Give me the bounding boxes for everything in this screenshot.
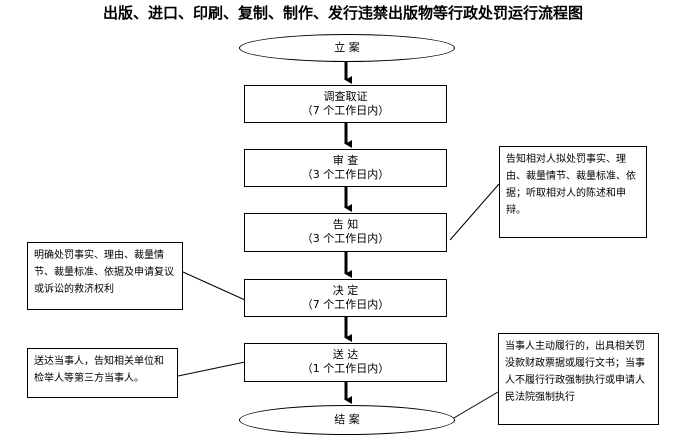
step-investigate-period: （7 个工作日内） [301, 104, 390, 117]
note-notify-text: 告知相对人拟处罚事实、理由、裁量情节、裁量标准、依据；听取相对人的陈述和申辩。 [506, 154, 636, 216]
step-review-name: 审 查 [332, 154, 359, 167]
note-end: 当事人主动履行的，出具相关罚没款财政票据或履行文书；当事人不履行行政强制执行或申… [498, 333, 659, 425]
step-review-period: （3 个工作日内） [301, 168, 390, 181]
end-node: 结 案 [239, 405, 455, 435]
page-title: 出版、进口、印刷、复制、制作、发行违禁出版物等行政处罚运行流程图 [102, 4, 583, 22]
step-investigate-name: 调查取证 [323, 90, 368, 103]
start-label: 立 案 [334, 41, 360, 54]
start-node: 立 案 [239, 34, 455, 62]
step-investigate: 调查取证 （7 个工作日内） [244, 85, 447, 123]
step-deliver: 送 达 （1 个工作日内） [244, 343, 447, 382]
callout-notify [449, 183, 500, 241]
note-deliver-text: 送达当事人，告知相关单位和检举人等第三方当事人。 [34, 356, 164, 384]
step-decide: 决 定 （7 个工作日内） [244, 279, 447, 317]
step-notify-name: 告 知 [332, 218, 359, 231]
step-notify: 告 知 （3 个工作日内） [244, 213, 447, 252]
step-decide-period: （7 个工作日内） [301, 298, 390, 311]
step-review: 审 查 （3 个工作日内） [244, 149, 447, 187]
note-deliver: 送达当事人，告知相关单位和检举人等第三方当事人。 [27, 348, 178, 398]
note-decide-text: 明确处罚事实、理由、裁量情节、裁量标准、依据及申请复议或诉讼的救济权利 [34, 250, 174, 295]
note-decide: 明确处罚事实、理由、裁量情节、裁量标准、依据及申请复议或诉讼的救济权利 [27, 242, 183, 310]
callout-deliver [177, 361, 246, 377]
callout-decide [182, 271, 246, 301]
note-end-text: 当事人主动履行的，出具相关罚没款财政票据或履行文书；当事人不履行行政强制执行或申… [505, 341, 645, 403]
note-notify: 告知相对人拟处罚事实、理由、裁量情节、裁量标准、依据；听取相对人的陈述和申辩。 [499, 146, 647, 238]
callout-end [446, 391, 499, 423]
end-label: 结 案 [334, 413, 360, 426]
step-decide-name: 决 定 [332, 284, 359, 297]
step-notify-period: （3 个工作日内） [301, 232, 390, 245]
step-deliver-name: 送 达 [332, 348, 359, 361]
step-deliver-period: （1 个工作日内） [301, 362, 390, 375]
callout-lines [177, 183, 500, 423]
